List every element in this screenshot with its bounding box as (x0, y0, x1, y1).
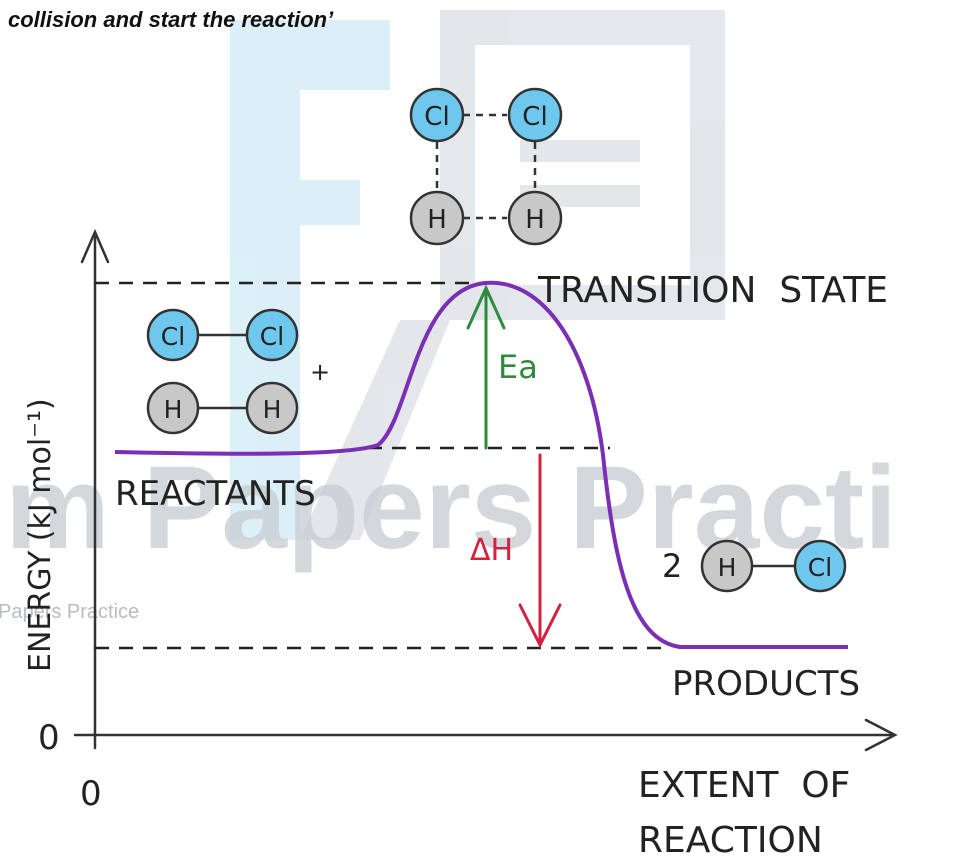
svg-text:Cl: Cl (808, 553, 832, 582)
watermark-small-text: Papers Practice (0, 601, 139, 623)
enthalpy-change-arrow (518, 453, 562, 649)
svg-text:H: H (263, 395, 282, 424)
h-atom-icon (409, 190, 465, 246)
delta-h-label: ΔH (470, 533, 513, 568)
cl-atom-icon (507, 87, 563, 143)
h-atom-icon (146, 381, 200, 435)
svg-text:Cl: Cl (161, 322, 185, 351)
product-molecule: 2 H Cl (662, 539, 847, 593)
svg-text:H: H (164, 395, 183, 424)
cl-atom-icon (409, 87, 465, 143)
cl-atom-icon (146, 308, 200, 362)
activation-energy-arrow (466, 284, 506, 450)
h-atom-icon (700, 539, 754, 593)
svg-text:Cl: Cl (522, 102, 547, 132)
y-axis-zero: 0 (38, 718, 60, 758)
plus-sign: + (310, 358, 330, 386)
energy-curve (114, 280, 848, 649)
x-axis-zero: 0 (80, 774, 102, 814)
x-axis-label-line2: REACTION (638, 820, 823, 858)
reactants-label: REACTANTS (115, 474, 316, 514)
svg-text:H: H (525, 205, 545, 235)
x-axis (73, 718, 898, 752)
svg-text:Cl: Cl (424, 102, 449, 132)
product-coefficient: 2 (662, 547, 682, 585)
transition-state-label: TRANSITION STATE (537, 270, 888, 311)
reactant-molecules: Cl Cl H H + (146, 308, 330, 435)
ea-label: Ea (498, 348, 538, 386)
cl-atom-icon (793, 539, 847, 593)
products-label: PRODUCTS (672, 664, 860, 704)
svg-text:Cl: Cl (260, 322, 284, 351)
h-atom-icon (245, 381, 299, 435)
y-axis (80, 228, 110, 750)
cl-atom-icon (245, 308, 299, 362)
y-axis-label: ENERGY (kJ mol⁻¹) (23, 398, 58, 672)
transition-state-complex: Cl Cl H H (409, 87, 563, 246)
svg-text:H: H (427, 205, 447, 235)
caption-text: collision and start the reaction’ (8, 7, 334, 32)
h-atom-icon (507, 190, 563, 246)
dashed-reference-lines (95, 281, 668, 650)
x-axis-label-line1: EXTENT OF (638, 765, 850, 806)
svg-text:H: H (718, 553, 737, 582)
